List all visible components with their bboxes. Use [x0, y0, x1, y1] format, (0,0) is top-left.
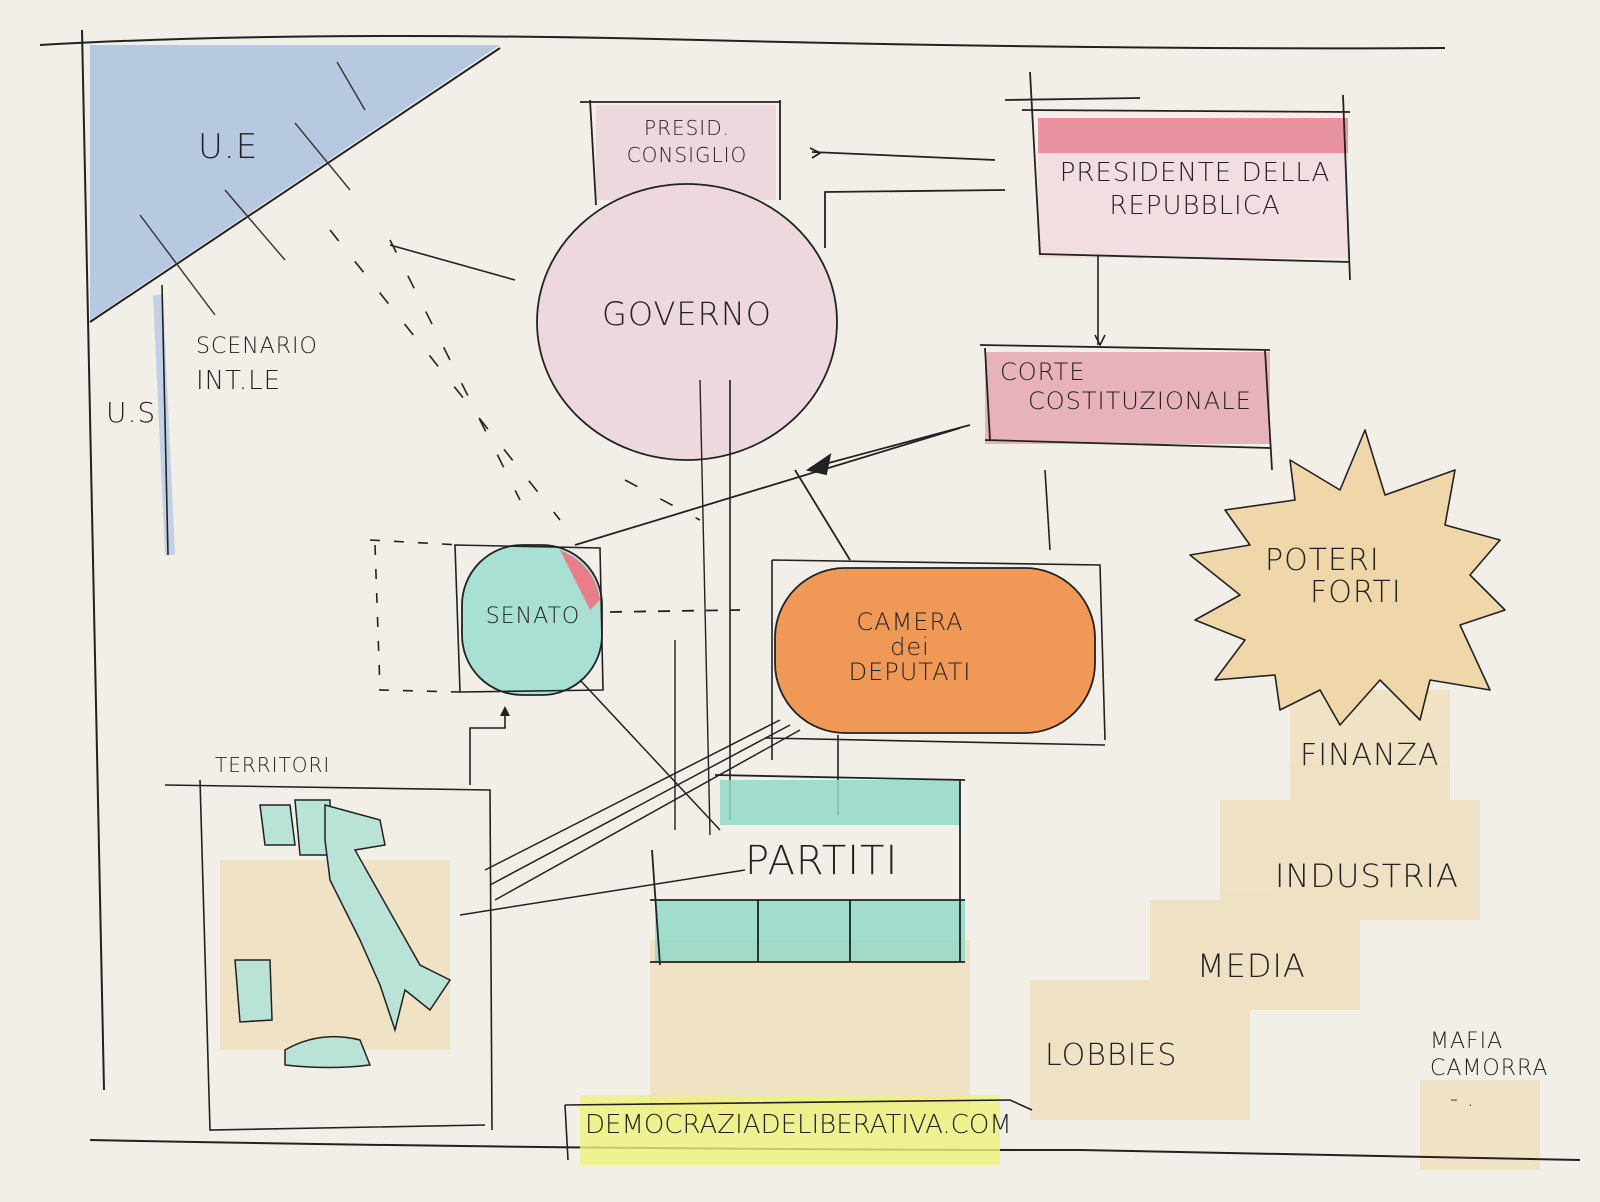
- ue-label: U.E: [198, 127, 259, 167]
- poteri-line1: Poteri: [1265, 543, 1380, 578]
- corte-box: [979, 344, 1273, 551]
- top-border-line: [39, 35, 1446, 50]
- territori-box: [164, 779, 493, 1131]
- presidente-line2: Repubblica: [1109, 191, 1281, 222]
- italy-map-icon: [234, 799, 452, 1069]
- industria-label: Industria: [1275, 857, 1459, 895]
- scenario-line1: Scenario: [196, 334, 318, 359]
- camera-shape: [764, 559, 1106, 815]
- ue-influence-lines: [329, 229, 701, 521]
- finanza-label: Finanza: [1300, 738, 1440, 773]
- poteri-wash: [220, 690, 1540, 1170]
- media-label: Media: [1197, 947, 1306, 985]
- presidente-box: [1004, 71, 1351, 347]
- footer-box: [564, 1095, 1033, 1165]
- corte-label: Corte Costituzionale: [1000, 358, 1252, 416]
- territori-label: Territori: [215, 753, 331, 777]
- presidente-label: Presidente della Repubblica: [1050, 158, 1340, 222]
- scenario-line2: Int.le: [196, 366, 282, 397]
- camera-label: Camera dei Deputati: [820, 608, 1000, 687]
- senato-shape: [369, 539, 741, 785]
- us-label: U.S: [106, 396, 157, 429]
- scenario-label: Scenario Int.le: [196, 335, 318, 395]
- corte-line1: Corte: [1000, 358, 1086, 386]
- poteri-forti-label: Poteri Forti: [1265, 545, 1402, 608]
- poteri-line2: Forti: [1310, 574, 1402, 610]
- left-border-line: [81, 29, 105, 1091]
- lobbies-label: Lobbies: [1045, 1038, 1178, 1073]
- mafia-camorra-label: Mafia Camorra - .: [1430, 1030, 1548, 1111]
- partiti-label: Partiti: [745, 838, 899, 884]
- camera-line2: dei: [890, 633, 930, 662]
- mafia-line1: Mafia: [1430, 1029, 1504, 1054]
- corte-line2: Costituzionale: [1028, 387, 1252, 416]
- poteri-forti-star: [1189, 429, 1506, 726]
- presid-consiglio-line1: Presid.: [644, 116, 730, 140]
- senato-label: Senato: [485, 604, 581, 629]
- camera-line3: Deputati: [848, 658, 972, 687]
- camera-line1: Camera: [856, 608, 964, 636]
- presid-consiglio-label: Presid. Consiglio: [612, 118, 762, 166]
- mafia-line2: Camorra: [1430, 1056, 1549, 1082]
- mafia-line3: - .: [1450, 1087, 1475, 1113]
- partiti-box: [650, 379, 966, 966]
- governo-label: Governo: [602, 295, 772, 333]
- presid-consiglio-line2: Consiglio: [626, 143, 748, 167]
- footer-website-label[interactable]: democraziadeliberativa.com: [585, 1110, 1012, 1140]
- governo-circle: [536, 183, 838, 820]
- ue-region: [89, 45, 501, 556]
- presidente-line1: Presidente della: [1059, 158, 1331, 188]
